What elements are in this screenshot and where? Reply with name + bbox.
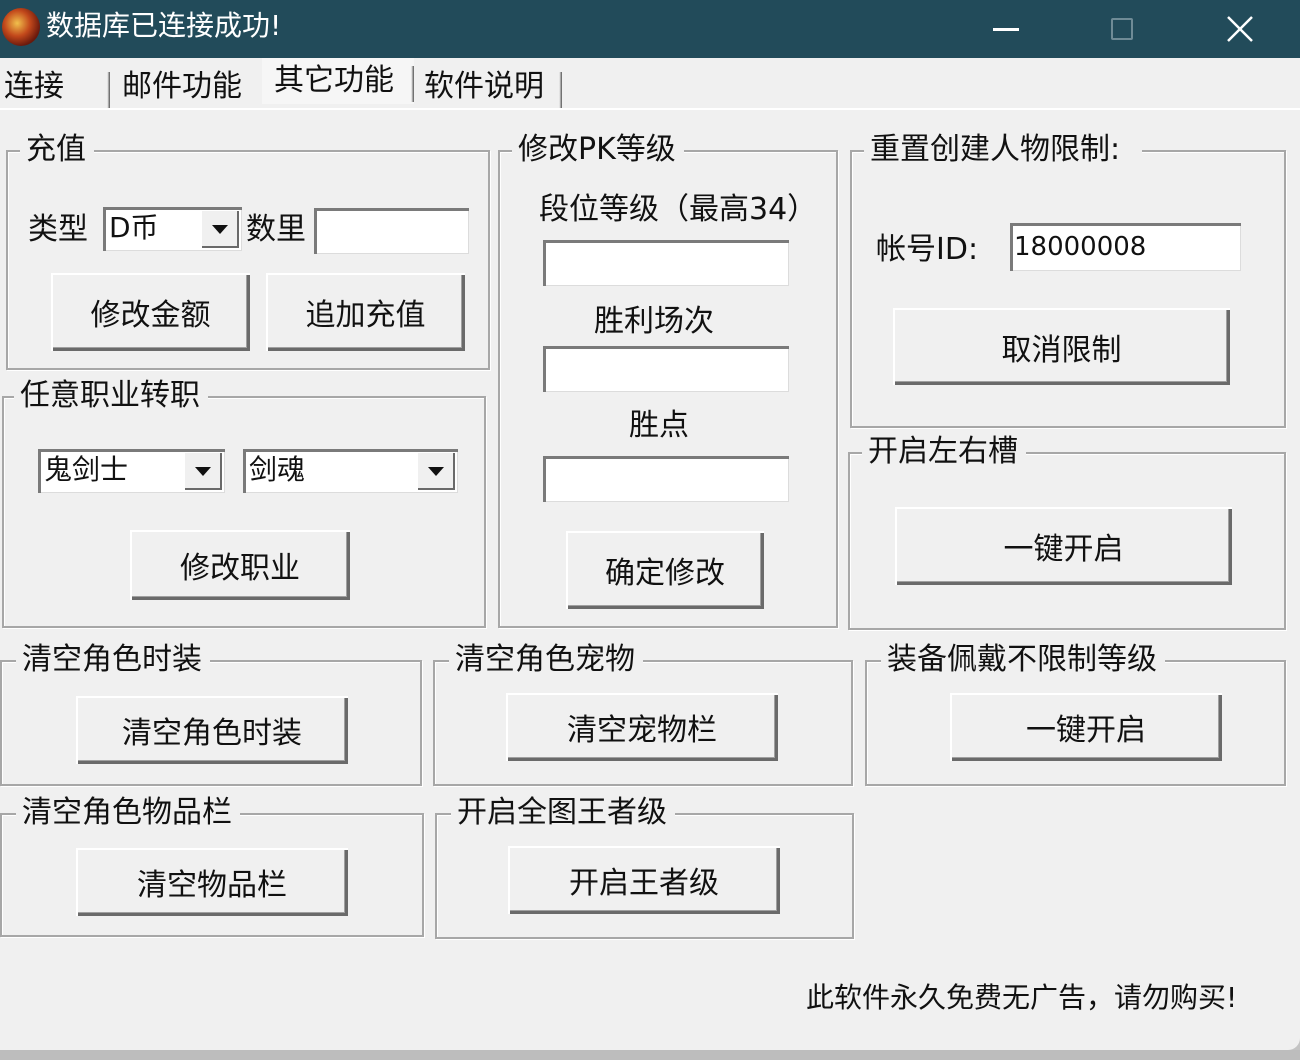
chevron-down-icon xyxy=(195,466,211,476)
clear-pet-group: 清空角色宠物 xyxy=(433,640,853,786)
recharge-amount-input[interactable] xyxy=(314,208,469,254)
chevron-down-icon xyxy=(428,466,444,476)
close-button[interactable] xyxy=(1210,8,1270,50)
close-icon xyxy=(1227,16,1253,42)
modify-job-button[interactable]: 修改职业 xyxy=(130,530,350,600)
tab-mail-functions[interactable]: 邮件功能 xyxy=(112,64,258,110)
minimize-icon xyxy=(993,27,1019,31)
account-id-label: 帐号ID: xyxy=(876,232,979,267)
rank-level-input[interactable] xyxy=(543,240,789,286)
pk-level-legend: 修改PK等级 xyxy=(512,130,684,170)
class-value: 鬼剑士 xyxy=(44,453,129,486)
clear-pet-slots-button[interactable]: 清空宠物栏 xyxy=(506,693,778,761)
cancel-limit-button[interactable]: 取消限制 xyxy=(893,308,1230,385)
maximize-icon xyxy=(1111,18,1133,40)
recharge-type-select[interactable]: D币 xyxy=(103,207,242,251)
clear-inventory-legend: 清空角色物品栏 xyxy=(16,793,240,833)
tab-separator xyxy=(411,66,414,102)
clear-fashion-group: 清空角色时装 xyxy=(0,640,422,786)
enable-equip-no-level-button[interactable]: 一键开启 xyxy=(950,693,1222,761)
king-level-legend: 开启全图王者级 xyxy=(451,793,675,833)
window-title: 数据库已连接成功! xyxy=(46,9,282,42)
clear-fashion-legend: 清空角色时装 xyxy=(16,640,210,680)
confirm-modify-button[interactable]: 确定修改 xyxy=(566,531,764,609)
free-software-notice: 此软件永久免费无广告，请勿购买! xyxy=(806,981,1238,1014)
job-change-group: 任意职业转职 xyxy=(2,376,486,628)
clear-pet-legend: 清空角色宠物 xyxy=(449,640,643,680)
recharge-type-value: D币 xyxy=(109,211,159,244)
points-input[interactable] xyxy=(543,456,789,502)
tab-connect[interactable]: 连接 xyxy=(4,64,110,110)
equip-no-level-group: 装备佩戴不限制等级 xyxy=(865,640,1286,786)
chevron-down-icon xyxy=(212,224,228,234)
minimize-button[interactable] xyxy=(976,8,1036,50)
wins-input[interactable] xyxy=(543,346,789,392)
app-game-emblem-icon xyxy=(2,8,40,46)
recharge-amount-label: 数里 xyxy=(246,212,306,247)
equip-no-level-legend: 装备佩戴不限制等级 xyxy=(881,640,1165,680)
tab-label: 其它功能 xyxy=(274,63,394,98)
tab-other-functions[interactable]: 其它功能 xyxy=(262,58,414,104)
enable-king-level-button[interactable]: 开启王者级 xyxy=(508,846,780,914)
account-id-input[interactable] xyxy=(1010,223,1241,271)
clear-fashion-button[interactable]: 清空角色时装 xyxy=(76,696,348,764)
enable-side-slots-button[interactable]: 一键开启 xyxy=(895,507,1232,585)
recharge-type-label: 类型 xyxy=(28,212,88,247)
maximize-button[interactable] xyxy=(1092,8,1152,50)
clear-inventory-button[interactable]: 清空物品栏 xyxy=(76,848,348,916)
king-level-group: 开启全图王者级 xyxy=(435,793,854,939)
wins-label: 胜利场次 xyxy=(594,304,714,339)
modify-amount-button[interactable]: 修改金额 xyxy=(51,273,250,351)
subclass-select[interactable]: 剑魂 xyxy=(243,449,458,493)
tab-label: 软件说明 xyxy=(424,69,544,104)
desktop-background-strip xyxy=(0,1050,1300,1060)
recharge-group: 充值 xyxy=(6,130,490,370)
tab-separator xyxy=(107,72,110,108)
tab-label: 连接 xyxy=(4,69,64,104)
reset-limit-group: 重置创建人物限制: xyxy=(850,130,1286,428)
title-bar[interactable]: 数据库已连接成功! xyxy=(0,0,1300,58)
class-select[interactable]: 鬼剑士 xyxy=(38,449,225,493)
reset-limit-legend: 重置创建人物限制: xyxy=(864,130,1143,170)
side-slots-group: 开启左右槽 xyxy=(848,432,1286,630)
subclass-value: 剑魂 xyxy=(249,453,306,486)
dropdown-arrow-button[interactable] xyxy=(184,452,222,490)
tab-label: 邮件功能 xyxy=(122,69,242,104)
dropdown-arrow-button[interactable] xyxy=(417,452,455,490)
tab-software-info[interactable]: 软件说明 xyxy=(418,64,562,110)
rank-level-label: 段位等级（最高34） xyxy=(539,192,818,227)
job-change-legend: 任意职业转职 xyxy=(14,376,208,416)
tab-separator xyxy=(559,72,562,108)
side-slots-legend: 开启左右槽 xyxy=(862,432,1026,472)
points-label: 胜点 xyxy=(629,408,689,443)
add-recharge-button[interactable]: 追加充值 xyxy=(266,273,465,351)
tab-bar: 连接 邮件功能 其它功能 软件说明 xyxy=(0,58,1300,110)
recharge-legend: 充值 xyxy=(20,130,94,170)
clear-inventory-group: 清空角色物品栏 xyxy=(0,793,424,937)
dropdown-arrow-button[interactable] xyxy=(201,210,239,248)
pk-level-group: 修改PK等级 xyxy=(498,130,838,628)
